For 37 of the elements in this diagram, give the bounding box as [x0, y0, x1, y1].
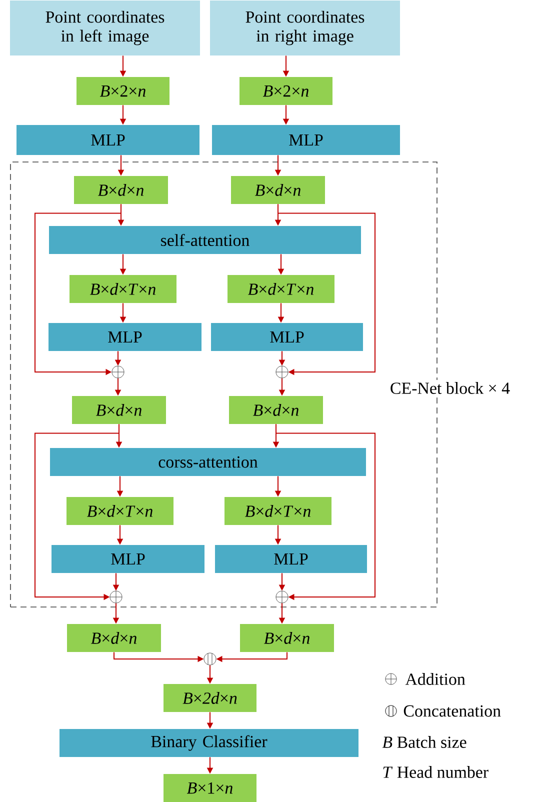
- tensor-box: B×1×n: [164, 774, 256, 802]
- layer-box: corss-attention: [50, 448, 366, 476]
- legend-text: T Head number: [383, 766, 488, 778]
- layer-box: MLP: [16, 125, 200, 155]
- concatenation-symbol: [204, 652, 216, 666]
- addition-symbol: [110, 590, 122, 604]
- legend-text: B Batch size: [382, 736, 466, 748]
- layer-box: self-attention: [49, 226, 361, 254]
- layer-box: MLP: [52, 545, 204, 573]
- layer-box: MLP: [212, 125, 400, 155]
- block-label: CE-Net block × 4: [388, 380, 512, 396]
- tensor-box: B×2×n: [76, 77, 170, 105]
- legend-text: Concatenation: [404, 705, 501, 717]
- legend-text: Addition: [405, 673, 466, 685]
- input-box: Point coordinates in right image: [210, 0, 400, 56]
- tensor-box: B×d×T×n: [224, 497, 332, 525]
- addition-symbol: [276, 366, 288, 378]
- arrow: [278, 204, 376, 376]
- input-box: Point coordinates in left image: [10, 0, 200, 56]
- tensor-box: B×d×n: [72, 396, 166, 424]
- tensor-box: B×d×n: [67, 624, 161, 652]
- tensor-box: B×d×T×n: [228, 275, 334, 303]
- tensor-box: B×d×n: [74, 176, 168, 204]
- tensor-box: B×d×T×n: [70, 275, 176, 303]
- arrow: [276, 424, 376, 600]
- addition-symbol: [276, 590, 288, 604]
- tensor-box: B×d×T×n: [66, 497, 174, 525]
- tensor-box: B×d×n: [229, 396, 323, 424]
- layer-box: Binary Classifier: [60, 729, 358, 757]
- tensor-box: B×2d×n: [164, 684, 256, 712]
- layer-box: MLP: [215, 545, 367, 573]
- addition-symbol: [112, 366, 124, 378]
- tensor-box: B×2×n: [240, 77, 332, 105]
- tensor-box: B×d×n: [240, 624, 334, 652]
- layer-box: MLP: [48, 323, 202, 351]
- layer-box: MLP: [211, 323, 363, 351]
- tensor-box: B×d×n: [231, 176, 325, 204]
